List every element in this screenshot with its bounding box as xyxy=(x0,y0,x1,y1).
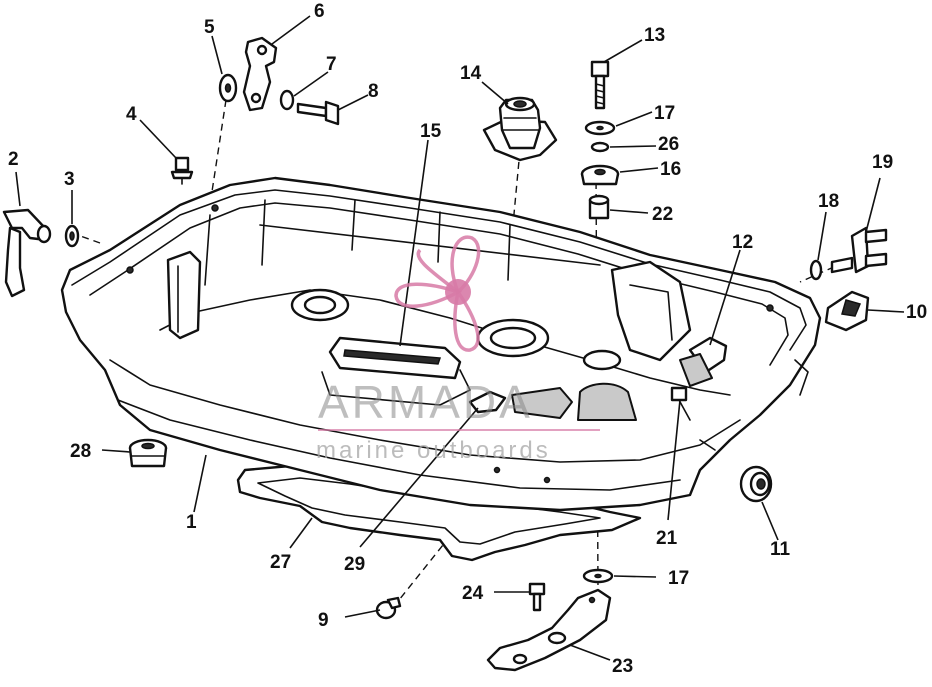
callout-15: 15 xyxy=(420,121,442,142)
part-26-washer[interactable] xyxy=(590,141,610,153)
callout-28: 28 xyxy=(70,441,91,462)
part-4-screw[interactable] xyxy=(170,156,194,185)
part-11-grommet[interactable] xyxy=(739,465,773,503)
callout-8: 8 xyxy=(368,81,379,102)
callout-21: 21 xyxy=(656,528,678,549)
callout-11: 11 xyxy=(770,539,791,560)
leader-lines xyxy=(15,15,905,661)
part-29-clip[interactable] xyxy=(468,387,573,419)
part-28-grommet[interactable] xyxy=(128,438,168,468)
part-6-latch-plate[interactable] xyxy=(242,36,278,112)
part-8-bolt[interactable] xyxy=(296,100,340,126)
watermark: ARMADA marine outboards xyxy=(316,235,600,464)
callout-17-top: 17 xyxy=(654,103,675,124)
callout-14: 14 xyxy=(460,63,482,84)
callout-labels: 1 2 3 4 5 6 7 8 9 10 11 12 13 14 15 16 1… xyxy=(8,1,927,677)
callout-29: 29 xyxy=(344,554,365,575)
part-24-screw[interactable] xyxy=(528,582,546,612)
callout-7: 7 xyxy=(326,54,337,75)
part-17-washer-bottom[interactable] xyxy=(582,568,614,584)
callout-16: 16 xyxy=(660,159,681,180)
part-2-lever[interactable] xyxy=(2,208,52,298)
part-15-seal-strip[interactable] xyxy=(321,336,471,406)
part-19-fitting[interactable] xyxy=(830,226,888,274)
callout-12: 12 xyxy=(732,232,753,253)
part-13-bolt[interactable] xyxy=(590,60,610,110)
callout-9: 9 xyxy=(318,610,329,631)
part-17-washer-top[interactable] xyxy=(584,120,616,136)
callout-26: 26 xyxy=(658,134,679,155)
callout-23: 23 xyxy=(612,656,633,677)
callout-3: 3 xyxy=(64,169,75,190)
part-12-switch[interactable] xyxy=(679,336,728,387)
part-5-washer[interactable] xyxy=(218,73,238,103)
callout-24: 24 xyxy=(462,583,484,604)
callout-18: 18 xyxy=(818,191,839,212)
part-23-bracket[interactable] xyxy=(486,588,612,672)
part-3-washer[interactable] xyxy=(64,224,80,248)
callout-17-bottom: 17 xyxy=(668,568,689,589)
part-10-grommet[interactable] xyxy=(824,290,870,332)
callout-19: 19 xyxy=(872,152,893,173)
part-22-sleeve[interactable] xyxy=(588,194,610,220)
part-7-lockwasher[interactable] xyxy=(279,89,295,111)
watermark-brand: ARMADA xyxy=(318,376,533,428)
part-18-washer[interactable] xyxy=(809,259,823,281)
part-14-rubber-boot[interactable] xyxy=(482,96,558,162)
callout-6: 6 xyxy=(314,1,325,22)
propeller-logo-icon xyxy=(394,235,481,352)
watermark-tagline: marine outboards xyxy=(316,437,551,464)
callout-2: 2 xyxy=(8,149,19,170)
part-1-lower-cover[interactable] xyxy=(60,176,822,512)
callout-10: 10 xyxy=(906,302,927,323)
callout-27: 27 xyxy=(270,552,291,573)
part-21-screw[interactable] xyxy=(670,386,691,421)
callout-4: 4 xyxy=(126,104,137,125)
part-9-plug[interactable] xyxy=(375,596,402,620)
part-16-grommet[interactable] xyxy=(580,164,620,186)
callout-1: 1 xyxy=(186,512,197,533)
callout-22: 22 xyxy=(652,204,673,225)
callout-13: 13 xyxy=(644,25,665,46)
callout-5: 5 xyxy=(204,17,215,38)
